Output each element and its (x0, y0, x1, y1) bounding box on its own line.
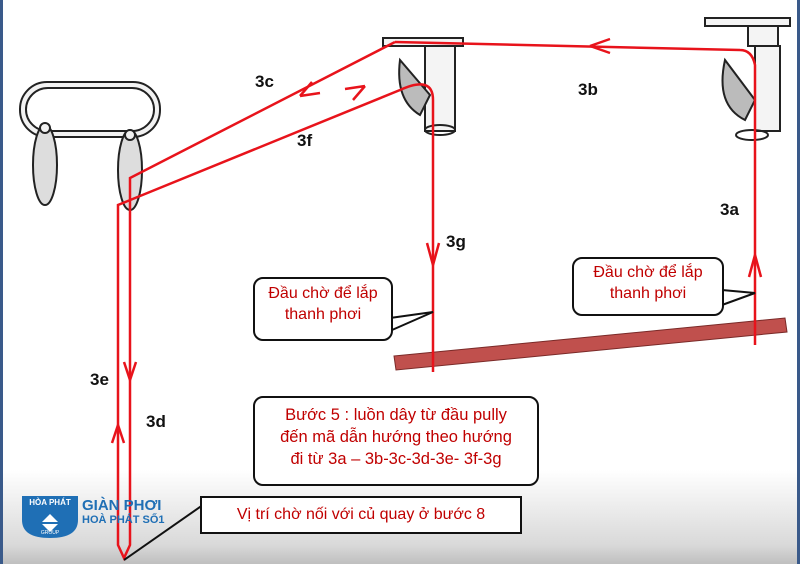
callout-crank-position: Vị trí chờ nối với củ quay ở bước 8 (200, 496, 522, 534)
brand-name: GIÀN PHƠI HOÀ PHÁT SỐ1 (82, 497, 165, 526)
callout-line: đi từ 3a – 3b-3c-3d-3e- 3f-3g (290, 450, 502, 468)
brand-line-1: GIÀN PHƠI (82, 497, 162, 514)
callout-line: đến mã dẫn hướng theo hướng (280, 428, 512, 446)
callout-line: thanh phơi (284, 306, 362, 323)
label-3a: 3a (720, 200, 739, 219)
label-3b: 3b (578, 80, 598, 99)
brand-logo: HÒA PHÁT GROUP (22, 496, 78, 543)
drying-bar (393, 317, 788, 371)
callout-step-5: Bước 5 : luồn dây từ đầu pully đến mã dẫ… (253, 396, 539, 486)
right-guide-bracket (704, 17, 791, 141)
brand-line-2: HOÀ PHÁT SỐ1 (82, 514, 165, 526)
rope (110, 37, 763, 561)
label-3c: 3c (255, 72, 274, 91)
label-3e: 3e (90, 370, 109, 389)
logo-badge-sub: GROUP (40, 530, 60, 536)
callout-line: Đầu chờ để lắp (268, 285, 378, 302)
center-guide-bracket (382, 37, 464, 136)
label-3g: 3g (446, 232, 466, 251)
logo-badge: HÒA PHÁT (29, 498, 71, 507)
callout-line: Bước 5 : luồn dây từ đầu pully (285, 406, 507, 424)
label-3f: 3f (297, 131, 313, 150)
label-3d: 3d (146, 412, 166, 431)
ceiling-pulley-block (19, 81, 161, 211)
frame-left (0, 0, 3, 564)
callout-line: thanh phơi (609, 285, 687, 302)
callout-right-hanger: Đầu chờ để lắp thanh phơi (572, 257, 724, 316)
callout-pointers (123, 289, 756, 561)
frame-right (797, 0, 800, 564)
callout-line: Đầu chờ để lắp (593, 264, 703, 281)
callout-left-hanger: Đầu chờ để lắp thanh phơi (253, 277, 393, 341)
